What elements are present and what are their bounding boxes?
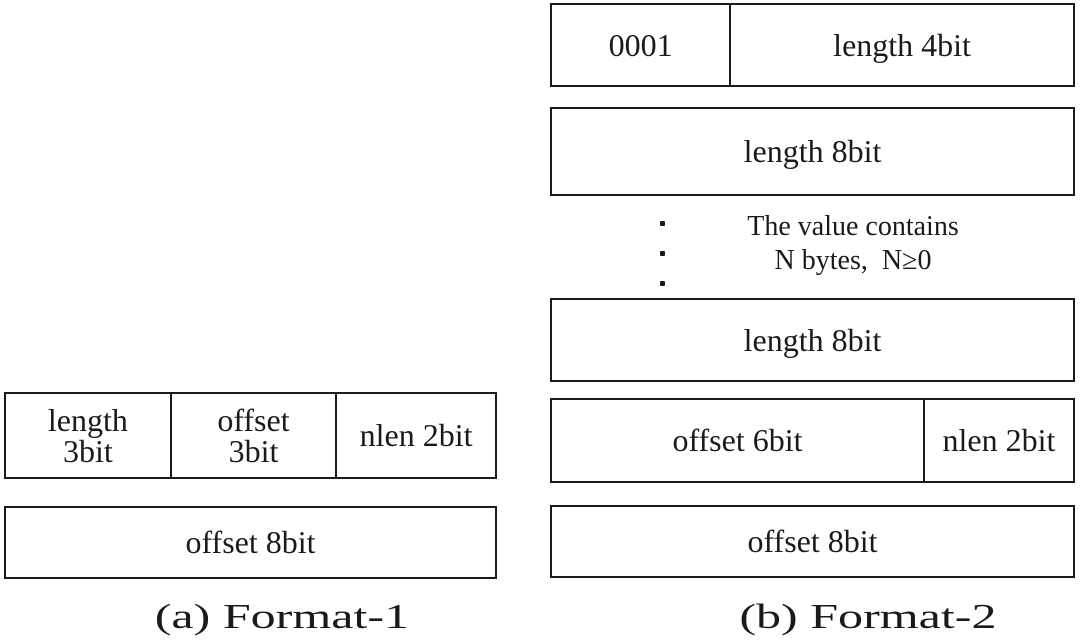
format1-cell-offset-8bit: offset 8bit xyxy=(185,524,316,560)
format2-cell-length-8bit-2: length 8bit xyxy=(743,321,882,358)
format2-length-8bit-box-2: length 8bit xyxy=(550,298,1075,382)
format2-cell-offset-8bit: offset 8bit xyxy=(747,523,878,559)
format2-cell-length-4bit: length 4bit xyxy=(729,5,1073,85)
format1-cell-nlen-2bit: nlen 2bit xyxy=(335,394,495,477)
format1-caption: (a) Format-1 xyxy=(151,597,413,637)
format2-cell-length-8bit-1: length 8bit xyxy=(743,133,882,169)
format2-cell-offset-6bit: offset 6bit xyxy=(672,422,803,458)
format1-cell-offset-3bit: offset 3bit xyxy=(169,394,335,477)
format2-offset-8bit-box: offset 8bit xyxy=(550,505,1075,578)
format1-caption-text: (a) Format-1 xyxy=(154,597,410,636)
format2-offset-fields-box: offset 6bit nlen 2bit xyxy=(550,398,1075,483)
ellipsis-dot-2 xyxy=(660,251,665,256)
format2-cell-opcode-0001: 0001 xyxy=(608,26,673,63)
format2-header-box: 0001 length 4bit xyxy=(550,3,1075,87)
format2-length-8bit-box-1: length 8bit xyxy=(550,107,1075,196)
format1-offset-8bit-box: offset 8bit xyxy=(4,506,497,579)
format1-fields-box: length 3bit offset 3bit nlen 2bit xyxy=(4,392,497,479)
format2-caption: (b) Format-2 xyxy=(737,597,999,637)
value-bytes-note: The value contains N bytes, N≥0 xyxy=(747,211,959,276)
format1-cell-length-3bit: length 3bit xyxy=(47,401,128,469)
ellipsis-dot-1 xyxy=(660,221,665,226)
ellipsis-dot-3 xyxy=(660,281,665,286)
format2-caption-text: (b) Format-2 xyxy=(739,597,997,636)
format2-cell-nlen-2bit: nlen 2bit xyxy=(922,400,1073,481)
